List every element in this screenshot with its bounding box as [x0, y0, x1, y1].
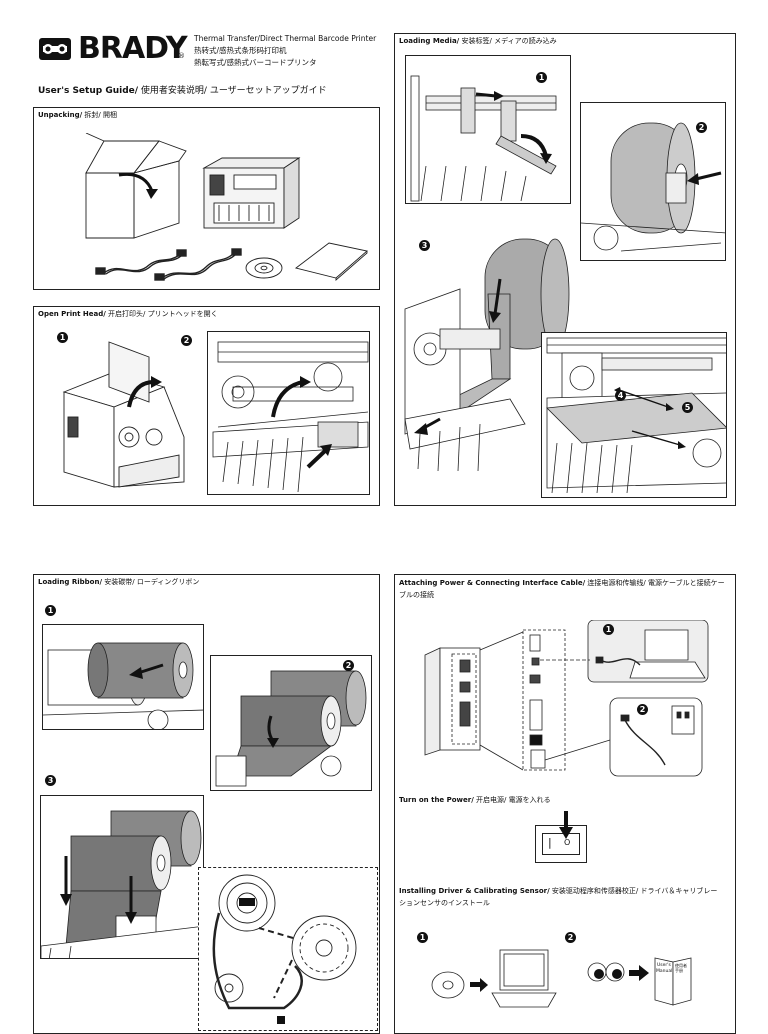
media-step-4-marker: 4 — [615, 390, 626, 401]
open-print-head-title: Open Print Head/ 开启打印头/ プリントヘッドを開く — [38, 310, 218, 318]
media-step-3-marker: 3 — [419, 240, 430, 251]
guide-title-rest: 使用者安装说明/ ユーザーセットアップガイド — [140, 86, 327, 96]
driver-install-illustration — [431, 949, 557, 1008]
press-arrow-icon — [559, 811, 573, 839]
unpacking-panel: Unpacking/ 拆封/ 開梱 — [33, 107, 380, 290]
driver-cd-icon — [431, 971, 465, 999]
printer-icon — [202, 157, 301, 229]
laptop-icon — [491, 949, 557, 1008]
attaching-power-panel: Attaching Power & Connecting Interface C… — [394, 574, 736, 1034]
loading-ribbon-panel: Loading Ribbon/ 安装碳带/ ローディングリボン 1 — [33, 574, 380, 1034]
power-step-2-marker: 2 — [637, 704, 648, 715]
guide-title-en: User's Setup Guide/ — [38, 86, 139, 96]
attaching-power-title: Attaching Power & Connecting Interface C… — [399, 579, 725, 599]
ribbon-path-diagram — [198, 867, 378, 1031]
ribbon-step-1-marker: 1 — [45, 605, 56, 616]
power-switch-off-mark: O — [564, 838, 571, 847]
power-switch-rocker — [542, 833, 580, 855]
step-1-marker: 1 — [57, 332, 68, 343]
box-icon — [85, 133, 187, 239]
loading-ribbon-title: Loading Ribbon/ 安装碳带/ ローディングリボン — [38, 578, 200, 586]
cd-icon — [245, 257, 283, 279]
manual-book-label-1: User's — [657, 963, 671, 968]
brand-registered-mark: ® — [178, 52, 185, 60]
driver-step-1-marker: 1 — [417, 932, 428, 943]
open-print-head-panel: Open Print Head/ 开启打印头/ プリントヘッドを開く 1 2 — [33, 306, 380, 506]
loading-media-title: Loading Media/ 安装标签/ メディアの読み込み — [399, 37, 557, 45]
printer-lid-open-illustration — [62, 341, 185, 488]
loading-media-panel: Loading Media/ 安装标签/ メディアの読み込み 1 — [394, 33, 736, 506]
media-step-4-5-image — [541, 332, 727, 498]
header-subtitle-ja: 熱転写式/感熱式バーコードプリンタ — [194, 58, 317, 67]
step-2-marker: 2 — [181, 335, 192, 346]
unpacking-title: Unpacking/ 拆封/ 開梱 — [38, 111, 117, 119]
power-switch-on-mark: | — [548, 836, 552, 849]
media-step-3-illustration — [404, 238, 570, 472]
cable-icon — [95, 249, 187, 275]
driver-step-2-marker: 2 — [565, 932, 576, 943]
turn-on-power-title: Turn on the Power/ 开启电源/ 電源を入れる — [399, 796, 551, 804]
guide-title: User's Setup Guide/ 使用者安装说明/ ユーザーセットアップガ… — [38, 83, 327, 96]
manual-icon — [294, 242, 368, 281]
ribbon-step-2-marker: 2 — [343, 660, 354, 671]
power-step-1-marker: 1 — [603, 624, 614, 635]
manual-book-label-side: 使用者手册 — [675, 963, 687, 973]
brady-logo — [38, 34, 188, 66]
calibrate-illustration — [587, 957, 692, 1006]
header-subtitle-en: Thermal Transfer/Direct Thermal Barcode … — [194, 34, 377, 43]
brady-logo-mark-icon — [39, 38, 71, 60]
usb-cable-icon — [154, 248, 242, 281]
installing-driver-title: Installing Driver & Calibrating Sensor/ … — [399, 887, 718, 907]
manual-book-label-2: Manual — [656, 969, 673, 974]
brand-name: BRADY — [78, 31, 188, 66]
power-switch[interactable]: | O — [535, 825, 587, 863]
header-subtitle-zh: 热转式/感热式条形码打印机 — [194, 46, 287, 55]
sensor-eyes-icon — [587, 962, 625, 982]
ribbon-step-2-image — [210, 655, 372, 791]
media-step-2-marker: 2 — [696, 122, 707, 133]
media-step-5-marker: 5 — [682, 402, 693, 413]
ribbon-step-3-image — [40, 795, 204, 959]
power-connection-diagram — [424, 620, 709, 777]
users-manual-book-icon — [654, 957, 692, 1006]
ribbon-step-3-marker: 3 — [45, 775, 56, 786]
ribbon-step-1-image — [42, 624, 204, 730]
unpacking-illustration — [85, 133, 368, 281]
print-head-closeup — [207, 331, 370, 495]
media-step-1-marker: 1 — [536, 72, 547, 83]
